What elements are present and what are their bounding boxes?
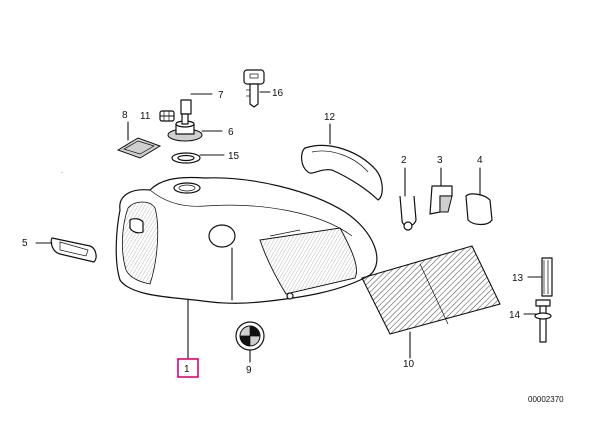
fuel-hose bbox=[60, 56, 192, 173]
callout-11[interactable]: 11 bbox=[140, 111, 151, 122]
callout-2[interactable]: 2 bbox=[401, 155, 407, 166]
callout-7[interactable]: 7 bbox=[218, 90, 224, 101]
knee-grip bbox=[50, 237, 97, 263]
fuel-tank bbox=[115, 176, 378, 359]
callout-1[interactable]: 1 bbox=[184, 364, 190, 375]
key-part bbox=[243, 69, 265, 108]
leader-lines bbox=[35, 91, 543, 315]
sleeve-part bbox=[541, 257, 553, 297]
callout-5[interactable]: 5 bbox=[22, 238, 28, 249]
callout-6[interactable]: 6 bbox=[228, 127, 234, 138]
hatched-panel bbox=[361, 245, 501, 359]
screw-part bbox=[534, 299, 552, 343]
knee-pad-cover bbox=[301, 144, 383, 201]
clamp-part bbox=[399, 195, 417, 231]
callout-4[interactable]: 4 bbox=[477, 155, 483, 166]
callout-16[interactable]: 16 bbox=[272, 88, 284, 99]
rubber-pad bbox=[465, 193, 493, 226]
callout-3[interactable]: 3 bbox=[437, 155, 443, 166]
reference-code: 00002370 bbox=[528, 395, 564, 404]
gasket-ring bbox=[171, 152, 201, 164]
filler-cap bbox=[167, 113, 203, 142]
callout-12[interactable]: 12 bbox=[324, 112, 336, 123]
callout-10[interactable]: 10 bbox=[403, 359, 415, 370]
callout-9[interactable]: 9 bbox=[246, 365, 252, 376]
emblem-badge bbox=[235, 321, 265, 363]
callout-15[interactable]: 15 bbox=[228, 151, 240, 162]
bracket-part bbox=[429, 185, 453, 215]
sticker-plate bbox=[116, 137, 162, 159]
callout-8[interactable]: 8 bbox=[122, 110, 128, 121]
callout-13[interactable]: 13 bbox=[512, 273, 524, 284]
highlight-box bbox=[177, 358, 199, 378]
callout-14[interactable]: 14 bbox=[509, 310, 521, 321]
